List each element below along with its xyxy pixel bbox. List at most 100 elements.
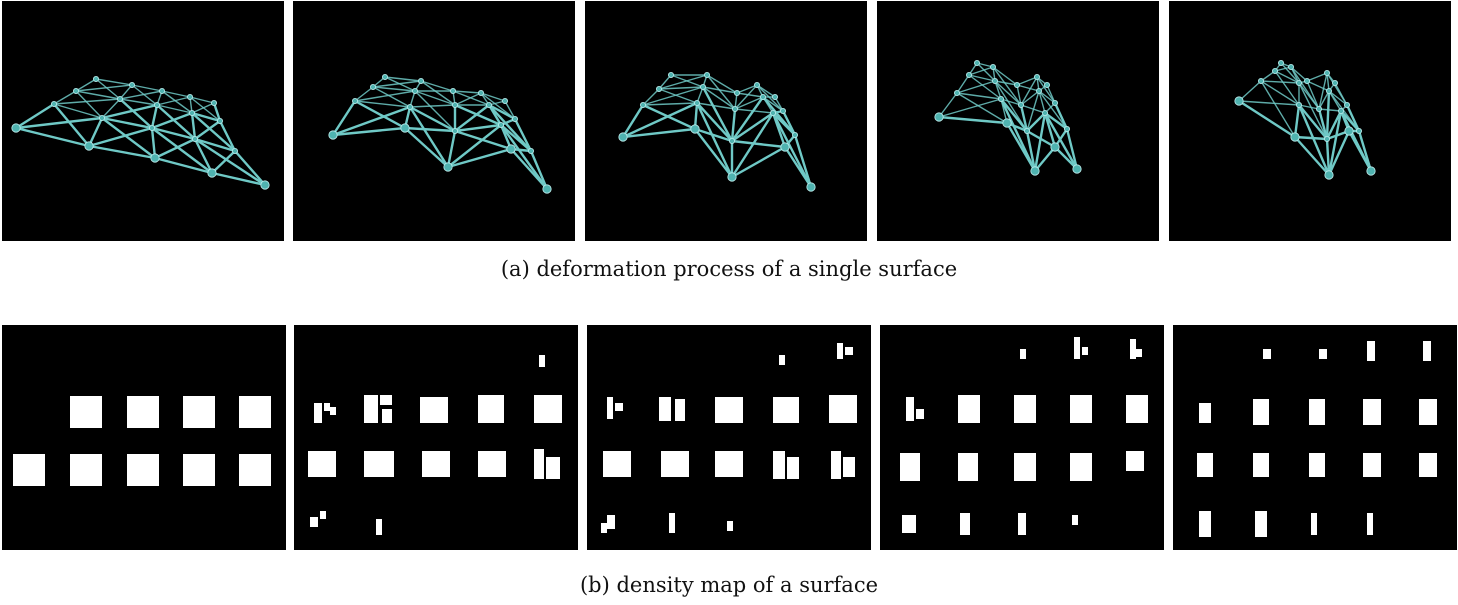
mesh-edge bbox=[161, 90, 193, 114]
mesh-edge bbox=[480, 92, 516, 120]
density-map-3 bbox=[587, 325, 871, 550]
mesh-edge bbox=[1274, 70, 1300, 84]
mesh-edge bbox=[14, 126, 91, 148]
mesh-edge bbox=[446, 123, 503, 169]
mesh-edge bbox=[408, 105, 450, 169]
mesh-node bbox=[727, 172, 737, 182]
mesh-edge bbox=[156, 96, 191, 106]
density-map-5 bbox=[1173, 325, 1457, 550]
mesh-edge bbox=[994, 80, 1018, 86]
mesh-edge bbox=[641, 103, 697, 131]
mesh-edge bbox=[968, 74, 1002, 100]
deformation-frame-1 bbox=[2, 1, 284, 241]
mesh-node bbox=[934, 112, 944, 122]
density-block bbox=[615, 403, 623, 411]
mesh-edge bbox=[1325, 109, 1343, 141]
mesh-edge bbox=[414, 90, 456, 106]
mesh-edge bbox=[1290, 66, 1308, 82]
mesh-edge bbox=[452, 90, 490, 106]
mesh-edge bbox=[1043, 111, 1069, 131]
density-block bbox=[1363, 399, 1381, 425]
density-blocks bbox=[1197, 341, 1437, 537]
density-block bbox=[314, 403, 322, 423]
density-block bbox=[478, 451, 506, 477]
mesh-edge bbox=[100, 116, 157, 160]
mesh-node bbox=[1017, 102, 1024, 109]
mesh-edge bbox=[403, 126, 450, 169]
mesh-edge bbox=[1020, 104, 1046, 114]
mesh-edge bbox=[1293, 103, 1301, 139]
mesh-node bbox=[1030, 166, 1040, 176]
mesh-node bbox=[485, 102, 492, 109]
mesh-node bbox=[412, 88, 419, 95]
caption-a: (a) deformation process of a single surf… bbox=[500, 257, 958, 281]
density-block bbox=[330, 407, 336, 415]
mesh-node bbox=[73, 88, 80, 95]
mesh-node bbox=[1013, 82, 1020, 89]
mesh-node bbox=[260, 180, 270, 190]
mesh-edge bbox=[414, 90, 456, 132]
mesh-edge bbox=[408, 105, 457, 133]
density-block bbox=[659, 397, 671, 421]
density-map-2 bbox=[294, 325, 578, 550]
mesh-edge bbox=[1274, 70, 1300, 106]
density-block bbox=[1136, 349, 1142, 357]
mesh-edge bbox=[1016, 84, 1022, 106]
density-block bbox=[1126, 451, 1144, 471]
mesh-edge bbox=[642, 102, 698, 106]
density-block bbox=[727, 521, 733, 531]
density-block bbox=[364, 451, 394, 477]
mesh-edge bbox=[658, 74, 672, 90]
mesh-node bbox=[753, 82, 760, 89]
mesh-node bbox=[779, 108, 786, 115]
mesh-edge bbox=[1026, 90, 1040, 132]
density-block bbox=[843, 457, 855, 477]
mesh-node bbox=[769, 110, 776, 117]
mesh-node bbox=[1337, 108, 1344, 115]
mesh-edge bbox=[1020, 90, 1040, 106]
mesh-edge bbox=[372, 86, 416, 92]
mesh-edge bbox=[1298, 104, 1320, 110]
mesh-edge bbox=[1019, 103, 1029, 133]
mesh-node bbox=[656, 86, 663, 93]
mesh-edge bbox=[1297, 103, 1331, 177]
mesh-edge bbox=[101, 98, 121, 119]
mesh-edge bbox=[453, 123, 503, 133]
mesh-edge bbox=[702, 86, 736, 110]
mesh-edge bbox=[1306, 72, 1328, 82]
density-block bbox=[239, 396, 271, 428]
mesh-edge bbox=[75, 90, 103, 119]
mesh-edge bbox=[736, 92, 764, 98]
density-block bbox=[958, 453, 978, 481]
mesh-edge bbox=[793, 133, 813, 189]
mesh-edge bbox=[1043, 111, 1057, 149]
mesh-edge bbox=[1016, 84, 1040, 92]
mesh-edge bbox=[218, 119, 237, 153]
mesh-node bbox=[527, 147, 534, 154]
density-block bbox=[539, 355, 545, 367]
mesh-node bbox=[477, 90, 484, 97]
density-block bbox=[478, 395, 504, 423]
mesh-edge bbox=[1065, 127, 1079, 171]
mesh-edge bbox=[454, 92, 482, 106]
density-block bbox=[675, 399, 685, 421]
mesh-edge bbox=[131, 84, 158, 106]
mesh-edge bbox=[190, 111, 197, 141]
mesh-node bbox=[451, 102, 458, 109]
mesh-edge bbox=[695, 101, 734, 179]
mesh-edge bbox=[1238, 80, 1262, 102]
mesh-node bbox=[158, 88, 165, 95]
mesh-edge bbox=[1293, 135, 1331, 177]
density-block bbox=[829, 395, 857, 423]
density-block bbox=[534, 449, 544, 479]
density-block bbox=[70, 454, 102, 486]
density-block bbox=[773, 451, 785, 479]
mesh-edge bbox=[730, 145, 787, 179]
density-block bbox=[13, 454, 45, 486]
mesh-edge bbox=[1345, 103, 1361, 133]
mesh-edge bbox=[956, 92, 1002, 100]
mesh-edge bbox=[1038, 90, 1046, 114]
density-blocks bbox=[601, 343, 857, 533]
mesh-edge bbox=[420, 80, 454, 92]
mesh-node bbox=[1258, 78, 1265, 85]
